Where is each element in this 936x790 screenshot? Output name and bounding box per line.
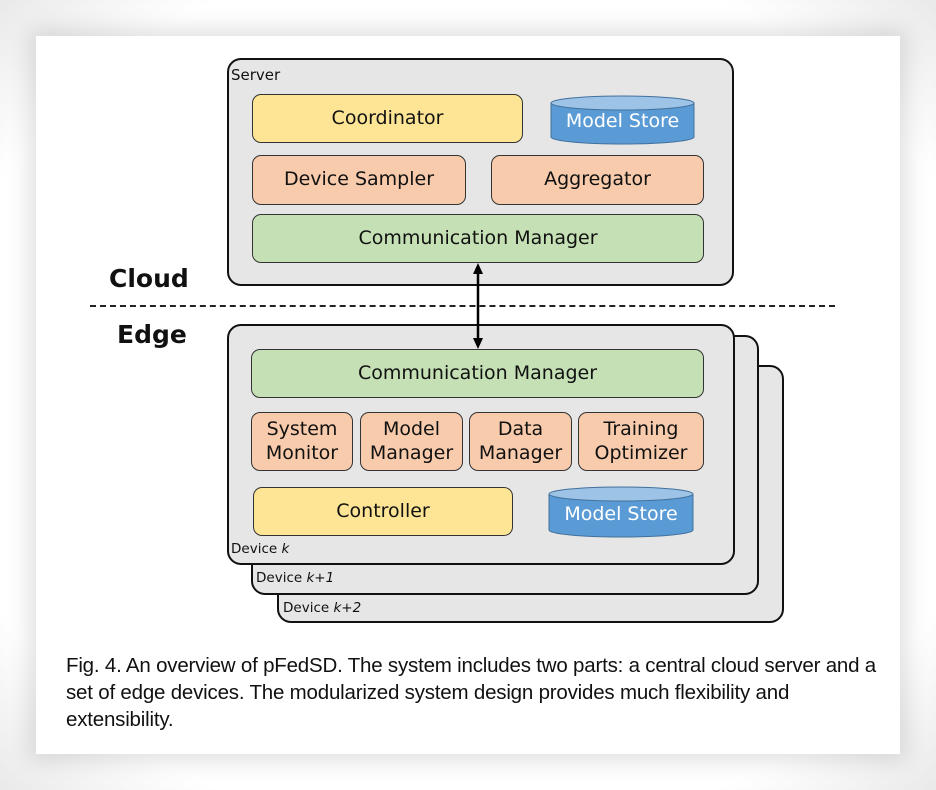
device-sampler-module: Device Sampler bbox=[252, 155, 466, 205]
database-cylinder-icon bbox=[550, 95, 695, 145]
model-manager-module: Model Manager bbox=[360, 412, 463, 471]
cloud-edge-divider bbox=[90, 305, 835, 307]
edge-zone-label: Edge bbox=[117, 320, 187, 349]
device-k1-label: Device k+1 bbox=[256, 570, 335, 586]
database-cylinder-icon bbox=[548, 486, 694, 538]
server-model-store-label: Model Store bbox=[565, 110, 680, 132]
device-k2-label: Device k+2 bbox=[283, 600, 362, 616]
device-model-store-label: Model Store bbox=[564, 503, 678, 525]
controller-module: Controller bbox=[253, 487, 513, 536]
cloud-zone-label: Cloud bbox=[109, 264, 189, 293]
device-k-label: Device k bbox=[231, 541, 290, 557]
coordinator-module: Coordinator bbox=[252, 94, 523, 143]
server-communication-manager: Communication Manager bbox=[252, 214, 704, 263]
server-model-store: Model Store bbox=[550, 95, 695, 145]
device-model-store: Model Store bbox=[548, 486, 694, 538]
aggregator-module: Aggregator bbox=[491, 155, 704, 205]
server-label: Server bbox=[231, 66, 281, 84]
device-communication-manager: Communication Manager bbox=[251, 349, 704, 398]
data-manager-module: Data Manager bbox=[469, 412, 572, 471]
system-monitor-module: System Monitor bbox=[251, 412, 353, 471]
training-optimizer-module: Training Optimizer bbox=[578, 412, 704, 471]
bidirectional-arrow-icon bbox=[473, 263, 483, 349]
figure-caption: Fig. 4. An overview of pFedSD. The syste… bbox=[66, 654, 876, 731]
